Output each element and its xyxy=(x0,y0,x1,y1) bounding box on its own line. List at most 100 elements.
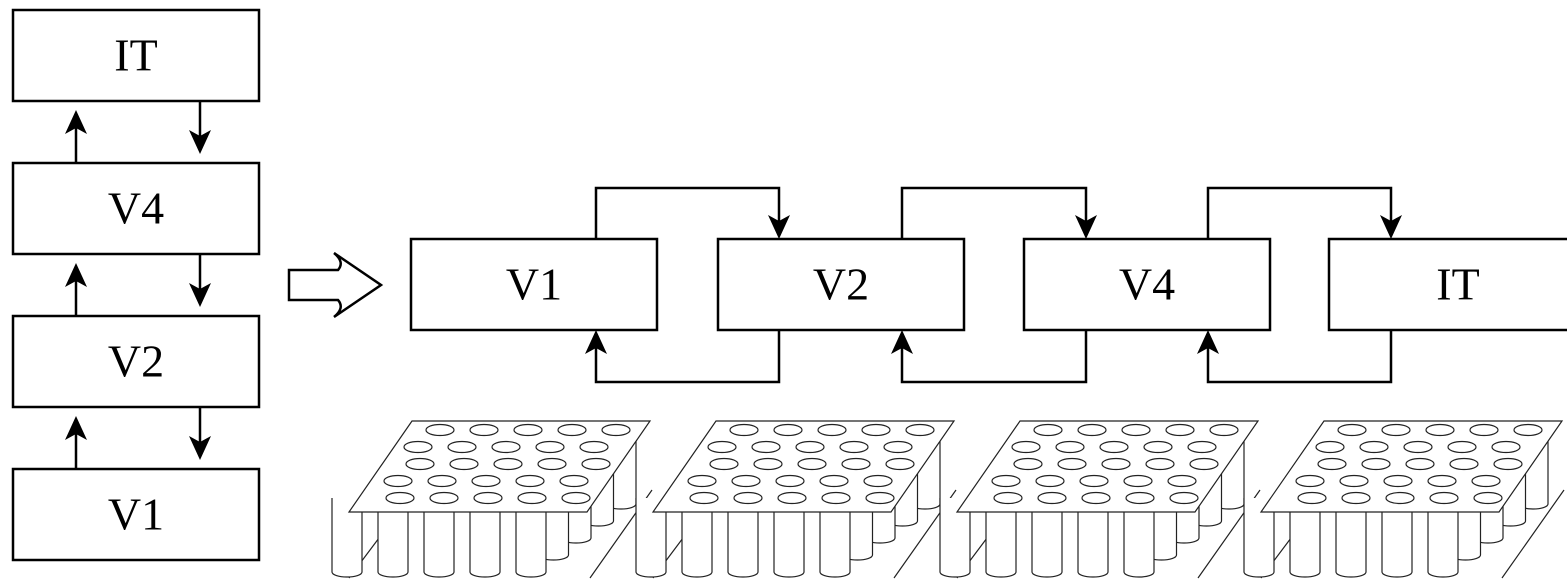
box-it-right: IT xyxy=(1329,239,1567,330)
column-hole xyxy=(1168,476,1196,487)
column-hole xyxy=(1126,493,1154,504)
feedback-arrow-v4-v2 xyxy=(891,330,1086,382)
column-hole xyxy=(884,442,912,453)
column-hole xyxy=(448,442,476,453)
column-hole xyxy=(710,459,738,470)
column-array-icon xyxy=(332,421,652,578)
column-hole xyxy=(1144,442,1172,453)
box-v1-left-label: V1 xyxy=(108,489,164,540)
box-v2-left: V2 xyxy=(13,316,259,407)
box-v2-right-label: V2 xyxy=(813,259,869,310)
box-it-right-label: IT xyxy=(1436,259,1479,310)
column-hole xyxy=(518,493,546,504)
column-hole xyxy=(1494,459,1522,470)
box-v1-left: V1 xyxy=(13,469,259,560)
column-hole xyxy=(820,476,848,487)
column-hole xyxy=(862,425,890,436)
column-hole xyxy=(1036,476,1064,487)
forward-arrow-v1-v2 xyxy=(596,188,790,239)
column-hole xyxy=(1080,476,1108,487)
column-array-icon xyxy=(1244,421,1564,578)
column-hole xyxy=(798,459,826,470)
column-hole xyxy=(582,459,610,470)
column-hole xyxy=(1342,493,1370,504)
up-arrow-v1-v2 xyxy=(65,416,87,469)
column-array-icon xyxy=(940,421,1260,578)
column-hole xyxy=(602,425,630,436)
box-v1-right-label: V1 xyxy=(506,259,562,310)
column-hole xyxy=(1492,442,1520,453)
column-hole xyxy=(1058,459,1086,470)
column-hole xyxy=(472,476,500,487)
up-arrow-v2-v4 xyxy=(65,263,87,316)
column-hole xyxy=(1448,442,1476,453)
column-hole xyxy=(406,459,434,470)
column-hole xyxy=(538,459,566,470)
column-hole xyxy=(1450,459,1478,470)
column-hole xyxy=(430,493,458,504)
column-hole xyxy=(1316,442,1344,453)
up-arrow-v4-it xyxy=(65,110,87,163)
column-hole xyxy=(1078,425,1106,436)
column-hole xyxy=(906,425,934,436)
column-hole xyxy=(864,476,892,487)
column-hole xyxy=(426,425,454,436)
column-hole xyxy=(1190,459,1218,470)
column-hole xyxy=(384,476,412,487)
column-hole xyxy=(536,442,564,453)
column-hole xyxy=(752,442,780,453)
forward-arrow-v2-v4 xyxy=(902,188,1097,239)
column-hole xyxy=(818,425,846,436)
column-hole xyxy=(1102,459,1130,470)
feedback-arrow-it-v4 xyxy=(1197,330,1391,382)
column-hole xyxy=(708,442,736,453)
column-hole xyxy=(992,476,1020,487)
column-hole xyxy=(450,459,478,470)
column-hole xyxy=(1338,425,1366,436)
column-hole xyxy=(428,476,456,487)
column-hole xyxy=(796,442,824,453)
column-hole xyxy=(1038,493,1066,504)
column-hole xyxy=(1100,442,1128,453)
column-hole xyxy=(1298,493,1326,504)
forward-arrow-v4-it xyxy=(1208,188,1402,239)
column-hole xyxy=(516,476,544,487)
box-v4-left-label: V4 xyxy=(108,183,164,234)
column-hole xyxy=(776,476,804,487)
unrolled-hierarchy: V1 V2 V4 IT xyxy=(411,188,1567,382)
column-array-icon xyxy=(636,421,956,578)
column-hole xyxy=(1430,493,1458,504)
column-hole xyxy=(560,476,588,487)
column-hole xyxy=(1166,425,1194,436)
column-hole xyxy=(492,442,520,453)
column-hole xyxy=(1124,476,1152,487)
column-hole xyxy=(1428,476,1456,487)
column-hole xyxy=(580,442,608,453)
column-hole xyxy=(494,459,522,470)
column-hole xyxy=(1384,476,1412,487)
column-hole xyxy=(1082,493,1110,504)
column-hole xyxy=(514,425,542,436)
column-hole xyxy=(1474,493,1502,504)
column-hole xyxy=(730,425,758,436)
column-hole xyxy=(1360,442,1388,453)
column-hole xyxy=(690,493,718,504)
column-hole xyxy=(386,493,414,504)
down-arrow-it-v4 xyxy=(189,101,211,154)
column-hole xyxy=(840,442,868,453)
column-hole xyxy=(1012,442,1040,453)
column-hole xyxy=(1296,476,1324,487)
column-hole xyxy=(1056,442,1084,453)
box-it-left-label: IT xyxy=(114,30,157,81)
column-hole xyxy=(1514,425,1542,436)
column-hole xyxy=(1340,476,1368,487)
column-hole xyxy=(1404,442,1432,453)
column-hole xyxy=(754,459,782,470)
down-arrow-v2-v1 xyxy=(189,407,211,460)
down-arrow-v4-v2 xyxy=(189,254,211,307)
column-hole xyxy=(1318,459,1346,470)
box-it-left: IT xyxy=(13,10,259,101)
vertical-hierarchy: IT V4 V2 V1 xyxy=(13,10,259,560)
feedback-arrow-v2-v1 xyxy=(585,330,779,382)
